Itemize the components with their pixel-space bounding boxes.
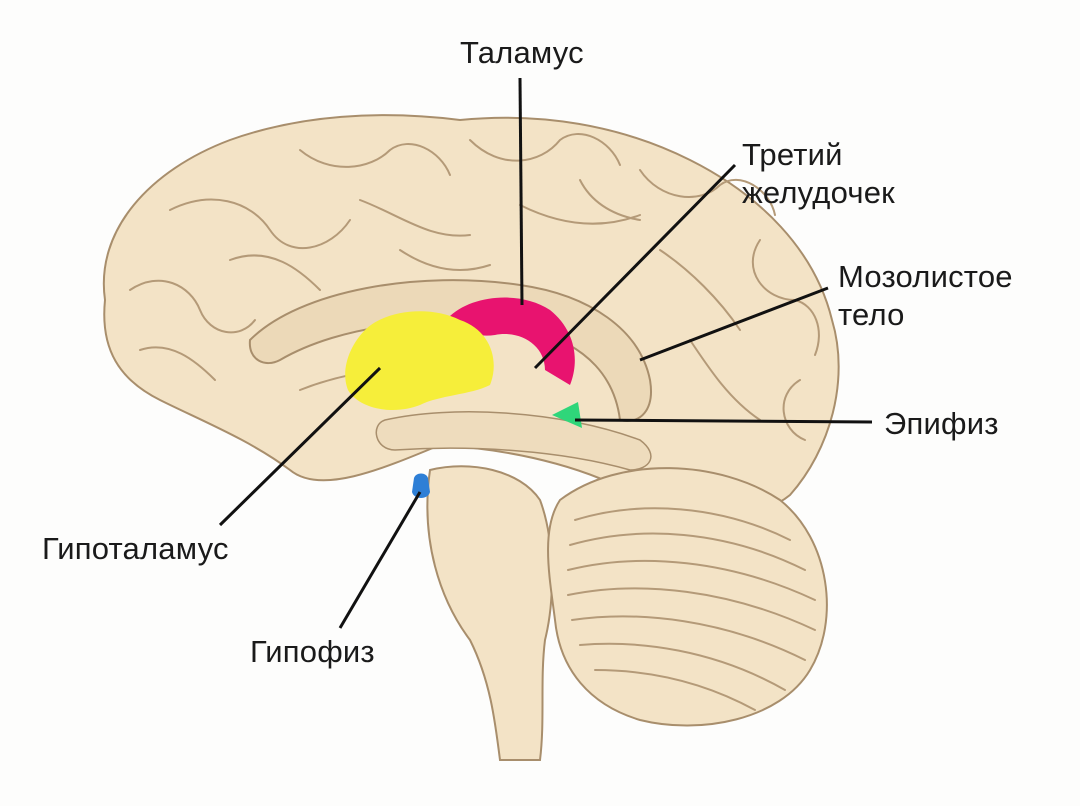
- leader-hypophysis: [338, 491, 422, 629]
- leader-thalamus: [518, 77, 524, 306]
- hypophysis-region: [412, 473, 430, 498]
- label-corpus-callosum: Мозолистое тело: [838, 259, 1013, 332]
- leader-corpus-callosum: [639, 286, 829, 362]
- label-thalamus: Таламус: [460, 35, 584, 70]
- epiphysis-region: [552, 402, 582, 428]
- thalamus-region: [448, 297, 575, 385]
- label-hypothalamus: Гипоталамус: [42, 531, 229, 566]
- cerebellum-folia: [567, 507, 816, 711]
- leader-lines: [218, 77, 873, 629]
- label-third-ventricle: Третий желудочек: [742, 137, 895, 210]
- hypothalamus-region: [345, 311, 494, 410]
- cerebellum: [547, 467, 828, 727]
- leader-epiphysis: [574, 418, 873, 424]
- midbrain-band: [375, 411, 652, 471]
- gyri-folds: [129, 133, 820, 441]
- leader-third-ventricle: [533, 163, 737, 370]
- label-hypophysis: Гипофиз: [250, 634, 375, 669]
- brain-body: [102, 114, 840, 761]
- brainstem: [426, 465, 553, 761]
- leader-hypothalamus: [218, 366, 382, 527]
- label-epiphysis: Эпифиз: [884, 406, 999, 441]
